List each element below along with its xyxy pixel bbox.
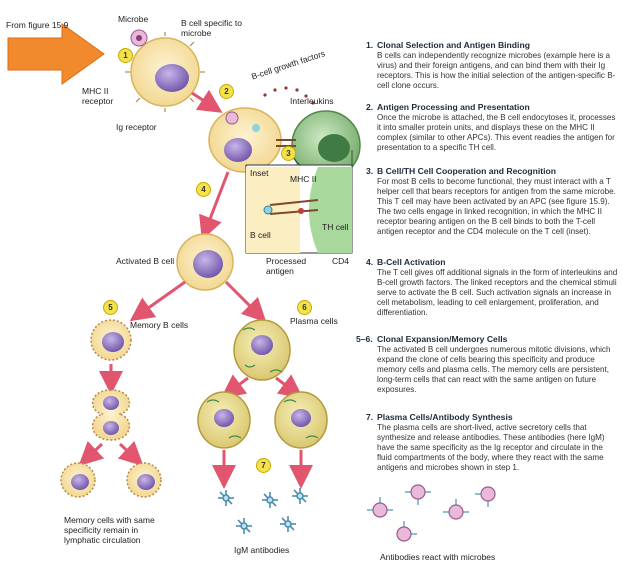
step-number: 4. xyxy=(366,257,374,267)
step-number: 2. xyxy=(366,102,374,112)
marker-3: 3 xyxy=(281,146,296,161)
memory-b-cells-label: Memory B cells xyxy=(130,320,189,330)
microbe-label: Microbe xyxy=(118,14,149,24)
marker-2: 2 xyxy=(219,84,234,99)
step-title: Clonal Selection and Antigen Binding xyxy=(377,40,530,50)
microbe xyxy=(130,29,148,47)
step-title: B-Cell Activation xyxy=(377,257,446,267)
step-body: The activated B cell undergoes numerous … xyxy=(377,345,611,394)
mhc-ii-label: MHC II xyxy=(290,174,317,184)
memory-cells-note: Memory cells with same specificity remai… xyxy=(64,515,155,545)
step-body: B cells can independently recognize micr… xyxy=(377,51,616,90)
step-title: Plasma Cells/Antibody Synthesis xyxy=(377,412,513,422)
cd4-label: CD4 xyxy=(332,256,350,266)
marker-4: 4 xyxy=(196,182,211,197)
memory-cell-left xyxy=(60,462,96,498)
marker-7: 7 xyxy=(256,458,271,473)
plasma-cell-left xyxy=(197,391,251,449)
step-body: The T cell gives off additional signals … xyxy=(377,268,618,317)
plasma-cells-label: Plasma cells xyxy=(290,316,338,326)
step-title: Clonal Expansion/Memory Cells xyxy=(377,334,508,344)
igm-antibodies-label: IgM antibodies xyxy=(234,545,290,555)
memory-cell-right xyxy=(126,462,162,498)
marker-5: 5 xyxy=(103,300,118,315)
step-4: 4. B-Cell Activation The T cell gives of… xyxy=(366,257,618,318)
step-number: 1. xyxy=(366,40,374,50)
step-title: B Cell/TH Cell Cooperation and Recogniti… xyxy=(377,166,557,176)
antibodies-react-label: Antibodies react with microbes xyxy=(380,552,496,562)
step-5-6: 5–6. Clonal Expansion/Memory Cells The a… xyxy=(356,334,618,395)
th-cell-inset-label: TH cell xyxy=(322,222,349,232)
step-title: Antigen Processing and Presentation xyxy=(377,102,530,112)
step-body: Once the microbe is attached, the B cell… xyxy=(377,113,616,152)
plasma-cell-right xyxy=(274,391,328,449)
memory-b-cell xyxy=(90,319,132,361)
antibodies-react-illustration xyxy=(367,484,496,542)
step-number: 7. xyxy=(366,412,374,422)
marker-1: 1 xyxy=(118,48,133,63)
figure-ref-label: From figure 15.9 xyxy=(6,20,69,30)
b-cell-step2 xyxy=(208,107,282,173)
activated-b-cell-label: Activated B cell xyxy=(116,256,175,266)
mhc-ii-receptor-label: MHC II receptor xyxy=(82,86,114,106)
th-cell-step2 xyxy=(291,110,361,180)
inset-label: Inset xyxy=(250,168,269,178)
marker-6: 6 xyxy=(297,300,312,315)
step-number: 3. xyxy=(366,166,374,176)
b-cell-activation-diagram xyxy=(7,23,361,534)
step-3: 3. B Cell/TH Cell Cooperation and Recogn… xyxy=(366,166,618,237)
activated-b-cell xyxy=(176,233,234,291)
processed-antigen-label: Processed antigen xyxy=(266,256,307,276)
step-number: 5–6. xyxy=(356,334,373,344)
interleukins-label: Interleukins xyxy=(290,96,334,106)
step-body: For most B cells to become functional, t… xyxy=(377,177,616,236)
dividing-memory-cell xyxy=(92,389,130,441)
step-7: 7. Plasma Cells/Antibody Synthesis The p… xyxy=(366,412,618,473)
b-cell-step1 xyxy=(125,32,205,112)
step-body: The plasma cells are short-lived, active… xyxy=(377,423,605,472)
step-2: 2. Antigen Processing and Presentation O… xyxy=(366,102,618,153)
igm-antibodies xyxy=(218,488,308,534)
big-orange-arrow xyxy=(7,23,105,85)
plasma-cell-top xyxy=(233,319,291,381)
b-cell-inset-label: B cell xyxy=(250,230,271,240)
b-cell-specific-label: B cell specific to microbe xyxy=(181,18,242,38)
ig-receptor-label: Ig receptor xyxy=(116,122,157,132)
step-1: 1. Clonal Selection and Antigen Binding … xyxy=(366,40,618,91)
